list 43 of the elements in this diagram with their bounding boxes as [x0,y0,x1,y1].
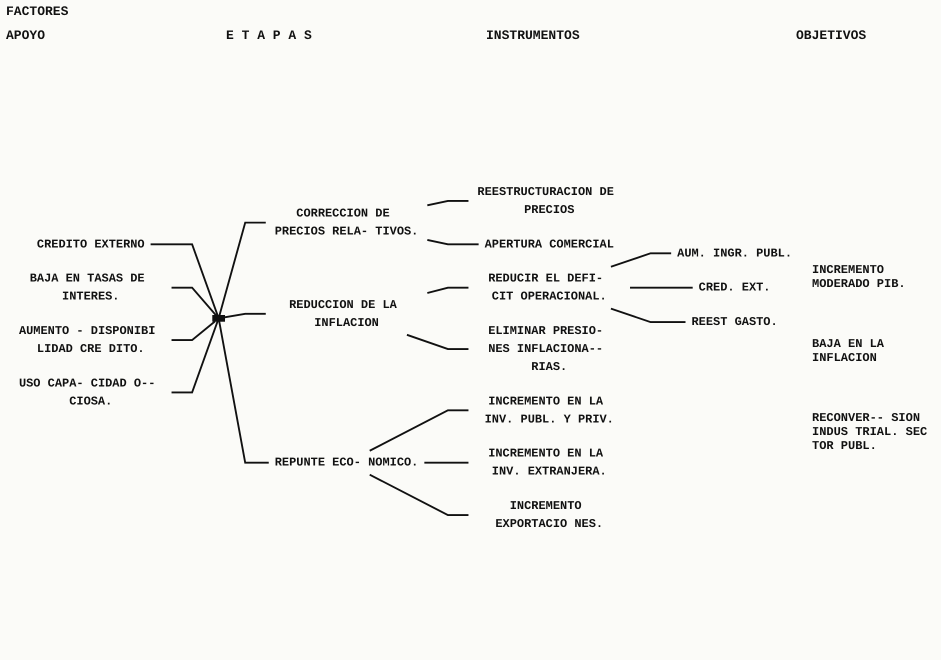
objective-text: INCREMENTO MODERADO PIB. [812,263,907,291]
connector [610,252,672,268]
node-text: INCREMENTO EN LA INV. PUBL. Y PRIV. [484,394,614,426]
column-heading: OBJETIVOS [796,28,866,43]
node-text: CORRECCION DE PRECIOS RELA- TIVOS. [274,206,418,238]
node-bar [212,315,226,322]
node-text: REDUCCION DE LA INFLACION [289,298,397,330]
connector [610,308,686,324]
connector [172,320,216,341]
connector [218,222,266,316]
objective-text: RECONVER-- SION INDUS TRIAL. SEC TOR PUBL. [812,411,928,453]
connector [630,286,693,289]
node-text: INCREMENTO EN LA INV. EXTRANJERA. [488,447,607,478]
column-heading: E T A P A S [226,28,312,43]
connector [427,286,468,294]
objective-text: BAJA EN LA INFLACION [812,337,886,365]
connector [406,334,468,350]
connector [369,474,468,516]
connector [427,200,468,206]
column-heading: INSTRUMENTOS [486,28,580,43]
node-text: CREDITO EXTERNO [36,238,145,252]
node-text: AUMENTO - DISPONIBI LIDAD CRE DITO. [18,324,156,356]
node-text: REESTRUCTURACION DE PRECIOS [477,185,614,217]
node-text: REEST GASTO. [691,315,778,329]
node-text: REPUNTE ECO- NOMICO. [274,456,418,470]
node-text: INCREMENTO EXPORTACIO NES. [495,499,604,531]
node-text: CRED. EXT. [698,280,770,294]
node-text: BAJA EN TASAS DE INTERES. [30,272,145,304]
connector [172,321,218,394]
node-text: AUM. INGR. PUBL. [677,246,792,260]
node-text: APERTURA COMERCIAL [484,238,614,252]
connector [218,321,269,464]
connector [224,312,266,318]
connector [150,243,218,316]
connector [424,462,468,464]
node-text: REDUCIR EL DEFI- CIT OPERACIONAL. [488,272,607,304]
connector [427,239,479,246]
node-text: USO CAPA- CIDAD O-- CIOSA. [18,376,156,408]
connector [172,286,217,316]
column-heading: FACTORES [6,4,68,19]
connector [369,409,468,452]
column-heading: APOYO [6,28,46,43]
node-text: ELIMINAR PRESIO- NES INFLACIONA-- RIAS. [488,324,604,374]
